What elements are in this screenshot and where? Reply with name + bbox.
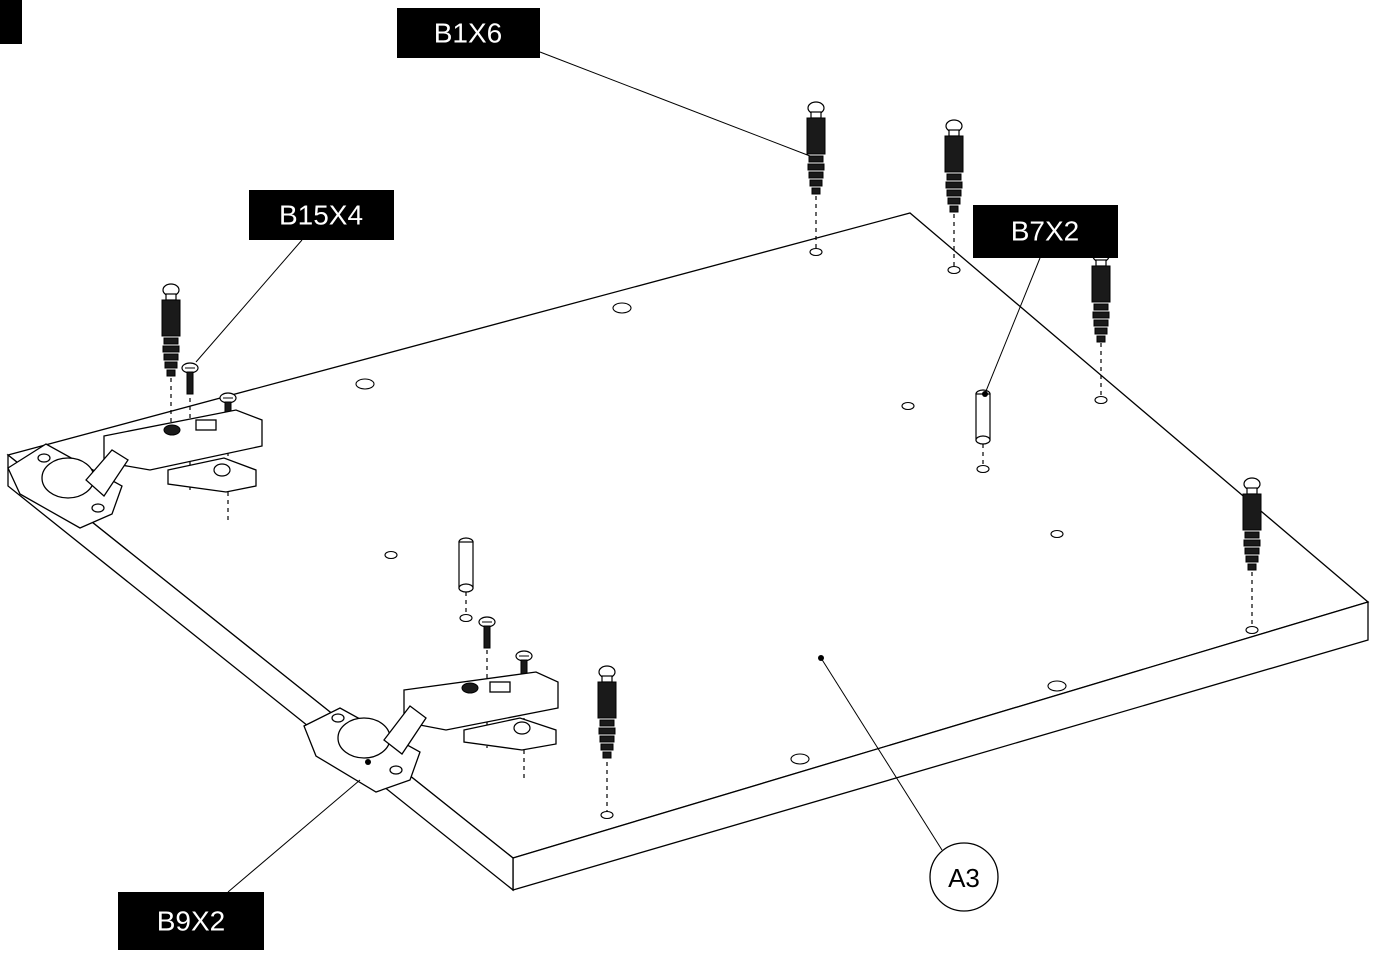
hinge: [7, 409, 263, 529]
hole: [384, 550, 398, 560]
leader-b1: [539, 51, 811, 157]
cam-bolts: [161, 101, 1262, 759]
hole: [790, 753, 810, 765]
screw: [478, 616, 496, 649]
label-b9: B9X2: [118, 892, 264, 950]
label-b1-text: B1X6: [434, 18, 503, 49]
hole: [600, 810, 614, 820]
hole: [612, 302, 632, 314]
hole: [1047, 680, 1067, 692]
a3-pointer-dot: [818, 655, 824, 661]
label-b15: B15X4: [249, 190, 394, 240]
leader-lines: [195, 51, 1041, 893]
label-b15-text: B15X4: [279, 200, 363, 231]
panel-a3: [6, 212, 1370, 892]
panel-holes: [355, 247, 1259, 820]
hole: [809, 247, 823, 257]
callout-a3-text: A3: [948, 863, 980, 893]
leader-b7: [983, 257, 1041, 397]
hole: [901, 401, 915, 411]
cam-bolt: [806, 101, 826, 195]
leader-b15: [195, 239, 303, 363]
hole: [459, 613, 473, 623]
hole: [355, 378, 375, 390]
hole: [976, 464, 990, 474]
dowel: [975, 389, 991, 445]
cam-bolt: [597, 665, 617, 759]
cam-bolt: [1242, 477, 1262, 571]
cam-bolt: [161, 283, 181, 377]
screw: [515, 650, 533, 683]
panel-top-face: [6, 212, 1370, 859]
hole: [1245, 625, 1259, 635]
hole: [1050, 529, 1064, 539]
dowel: [458, 537, 474, 593]
cam-bolt: [944, 119, 964, 213]
label-b7-text: B7X2: [1011, 216, 1080, 247]
leader-b9: [227, 779, 361, 893]
corner-marker: [0, 0, 22, 44]
dowels: [458, 389, 991, 593]
hole: [947, 265, 961, 275]
callout-a3: A3: [929, 842, 999, 912]
label-b1: B1X6: [397, 8, 540, 58]
hinge: [303, 671, 559, 793]
hole: [1094, 395, 1108, 405]
label-b7: B7X2: [973, 205, 1118, 258]
screw: [181, 362, 199, 395]
callout-a3-circle: [929, 842, 999, 912]
leader-a3: [820, 657, 943, 851]
label-b9-text: B9X2: [157, 906, 226, 937]
cam-bolt: [1091, 249, 1111, 343]
